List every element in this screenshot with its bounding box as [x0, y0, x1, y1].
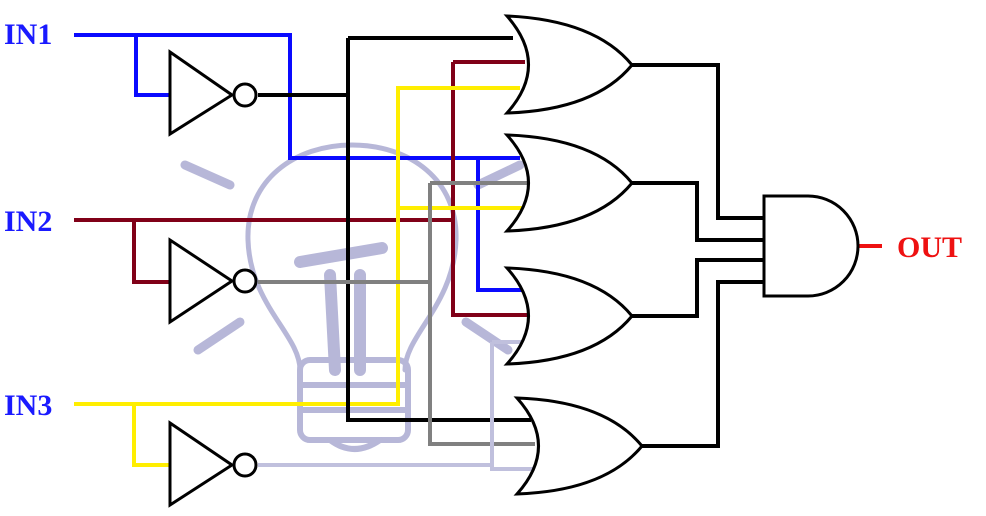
not-gate-in3 — [168, 420, 258, 508]
lightbulb-icon — [180, 142, 525, 452]
output-label-out: OUT — [897, 231, 962, 264]
bulb-base — [297, 357, 411, 443]
or-gate-2 — [503, 133, 634, 233]
not-gate-in2 — [168, 237, 258, 325]
input-label-in3: IN3 — [4, 389, 52, 422]
and-gate — [762, 194, 860, 298]
input-label-in2: IN2 — [4, 205, 52, 238]
input-label-in1: IN1 — [4, 18, 52, 51]
bulb-filament — [294, 242, 388, 376]
bulb-tip — [327, 437, 383, 452]
wire-not-in3 — [258, 340, 535, 471]
wire-in2 — [74, 60, 527, 317]
not-gate-in1 — [168, 49, 258, 137]
or-gate-4 — [513, 396, 644, 496]
wire-in3 — [74, 86, 522, 467]
bulb-base-threads — [297, 382, 411, 413]
wire-not-in2 — [258, 181, 535, 446]
or-gate-3 — [503, 266, 634, 366]
wire-or-to-and — [632, 63, 764, 448]
bulb-glass — [245, 142, 459, 373]
wire-not-in1 — [258, 36, 531, 422]
or-gate-1 — [503, 14, 634, 115]
